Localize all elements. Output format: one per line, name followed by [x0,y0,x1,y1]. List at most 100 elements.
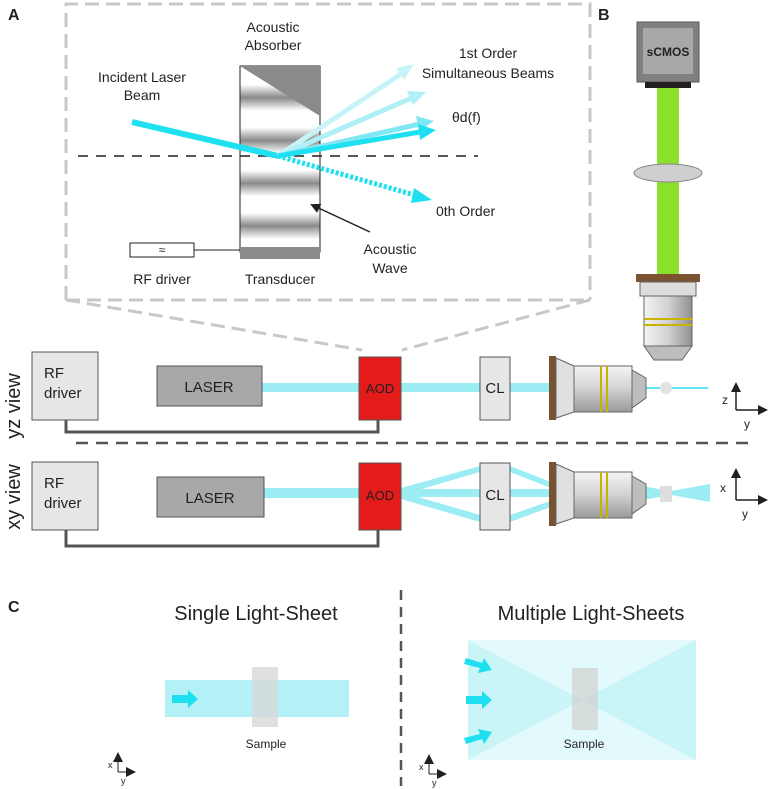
yz-aod-label: AOD [366,381,394,396]
yz-axis: z y [722,382,768,431]
multi-input-arrows [464,658,492,744]
first-order-arrowhead-main [418,124,436,140]
yz-obj-collar [555,357,575,419]
theta-label: θd(f) [452,109,481,125]
yz-sample-dot [660,382,672,394]
acoustic-absorber-wedge [240,66,320,116]
transducer-label: Transducer [245,271,316,287]
multi-arrow-bot [464,729,492,744]
det-obj-barrel [643,295,693,347]
first-order-beam-2 [277,94,415,159]
xy-sample-mark [660,486,672,502]
multi-sheet-title: Multiple Light-Sheets [498,603,685,625]
single-sample [252,667,278,727]
first-order-label-1: 1st Order [459,45,518,61]
absorber-label-1: Acoustic [247,19,300,35]
xy-obj-tip [631,475,647,515]
det-obj-collar [639,281,697,297]
acoustic-wave-arrow [310,203,371,233]
xy-illum-objective [549,462,647,526]
xy-fan-mid [401,489,480,497]
absorber-label-2: Absorber [245,37,302,53]
yz-aod-box [358,356,402,421]
multi-sample [572,668,598,730]
incident-label-1: Incident Laser [98,69,186,85]
yz-cl-box [479,356,511,421]
xy-aod-label: AOD [366,488,394,503]
yz-axis-h-label: y [744,417,750,431]
xy-obj-ring [549,462,556,526]
incident-label-2: Beam [124,87,161,103]
xy-cl-box [479,462,511,531]
xy-rf-driver-box [31,461,99,531]
xy-row: RF driver LASER AOD CL x y [31,461,768,548]
zeroth-order-label: 0th Order [436,203,495,219]
xy-view-label: xy view [3,464,25,530]
yz-illum-objective [549,356,647,420]
xy-obj-barrel [573,471,633,519]
yz-obj-tip [631,369,647,409]
first-order-beam-1 [276,69,406,159]
yz-view-label: yz view [3,373,25,439]
first-order-label-2: Simultaneous Beams [422,65,554,81]
inset-rf-driver-label: RF driver [133,271,191,287]
incident-beam [131,119,279,159]
right-axis-h-label: y [432,778,437,788]
multi-arrow-top [464,658,492,673]
tube-lens [633,163,703,183]
det-obj-tip [643,345,693,361]
panel-b-letter: B [598,7,610,24]
multi-sample-label: Sample [564,737,605,751]
yz-beam [262,383,562,392]
acoustic-wave-label-1: Acoustic [364,241,417,257]
right-axis-v-label: x [419,762,424,772]
yz-obj-band-1 [600,366,602,412]
xy-aod-box [358,462,402,531]
yz-rf-label-2: driver [44,385,82,402]
det-obj-band-2 [644,324,692,326]
detection-objective [636,274,700,361]
multi-arrow-mid [466,691,492,709]
xy-rf-label-1: RF [44,475,64,492]
first-order-arrowhead-1 [396,64,414,80]
xy-rf-label-2: driver [44,495,82,512]
zeroth-order-beam [277,153,419,199]
xy-converge-right [660,484,710,502]
xy-rf-cable [64,530,380,548]
acoustic-wave-label-2: Wave [372,260,407,276]
first-order-beam-main [277,129,421,159]
yz-rf-cable [64,420,380,434]
xy-fan-top-2 [510,466,556,490]
multi-sheet-right [582,640,696,760]
xy-axis-v-label: x [720,481,726,495]
left-axis-v-label: x [108,760,113,770]
multi-sheet-mid-left [468,680,582,720]
camera-face [643,28,693,74]
panel-c-letter: C [8,599,20,616]
xy-fan-top [401,466,480,495]
camera-mount [645,82,691,88]
xy-laser-box [156,476,265,518]
xy-fan-bot-2 [510,499,556,522]
camera-path: sCMOS [633,21,703,274]
xy-laser-label: LASER [185,490,234,507]
transducer-block [240,247,320,259]
camera-label: sCMOS [647,45,690,59]
panel-c-right-axis: x y [419,754,447,788]
panel-a-letter: A [8,7,20,24]
xy-beam-in [264,488,360,498]
xy-fan-mid-2 [510,489,556,497]
yz-laser-box [156,365,263,407]
xy-axis: x y [720,468,768,521]
yz-obj-barrel [573,365,633,413]
xy-obj-collar [555,463,575,525]
inset-beams [131,64,436,203]
single-sheet-title: Single Light-Sheet [174,603,338,625]
left-axis-h-label: y [121,776,126,786]
rf-driver-symbol: ≈ [159,243,166,257]
yz-rf-driver-box [31,351,99,421]
xy-obj-band-1 [600,472,602,518]
yz-rf-label-1: RF [44,365,64,382]
det-obj-band-1 [644,318,692,320]
